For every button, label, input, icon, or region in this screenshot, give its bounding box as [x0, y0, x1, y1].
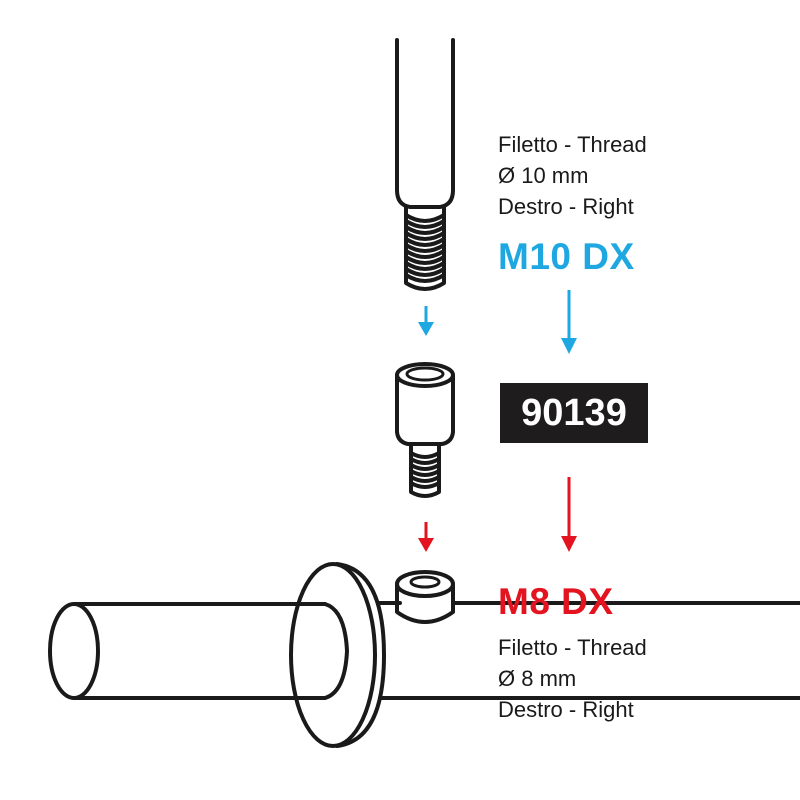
part-number-label: 90139 — [521, 391, 627, 434]
top-spec-line1: Filetto - Thread — [498, 132, 647, 157]
top-spec-line2: Ø 10 mm — [498, 163, 589, 188]
bottom-spec-line3: Destro - Right — [498, 697, 634, 722]
top-thread-code: M10 DX — [498, 236, 635, 277]
bottom-spec-line1: Filetto - Thread — [498, 635, 647, 660]
part-number-badge: 90139 — [500, 383, 648, 443]
handlebar-assembly — [48, 562, 800, 748]
top-spec-line3: Destro - Right — [498, 194, 634, 219]
arrow-down-icon — [561, 536, 577, 552]
adapter-part — [395, 362, 455, 498]
bottom-thread-spec: Filetto - Thread Ø 8 mm Destro - Right — [498, 632, 647, 725]
blue-arrows — [418, 290, 577, 354]
bottom-spec-line2: Ø 8 mm — [498, 666, 577, 691]
arrow-down-icon — [418, 322, 434, 336]
top-thread-spec: Filetto - Thread Ø 10 mm Destro - Right — [498, 129, 647, 222]
arrow-down-icon — [561, 338, 577, 354]
mirror-stem-m10 — [395, 38, 455, 291]
bottom-thread-code: M8 DX — [498, 581, 614, 622]
arrow-down-icon — [418, 538, 434, 552]
red-arrows — [418, 477, 577, 552]
